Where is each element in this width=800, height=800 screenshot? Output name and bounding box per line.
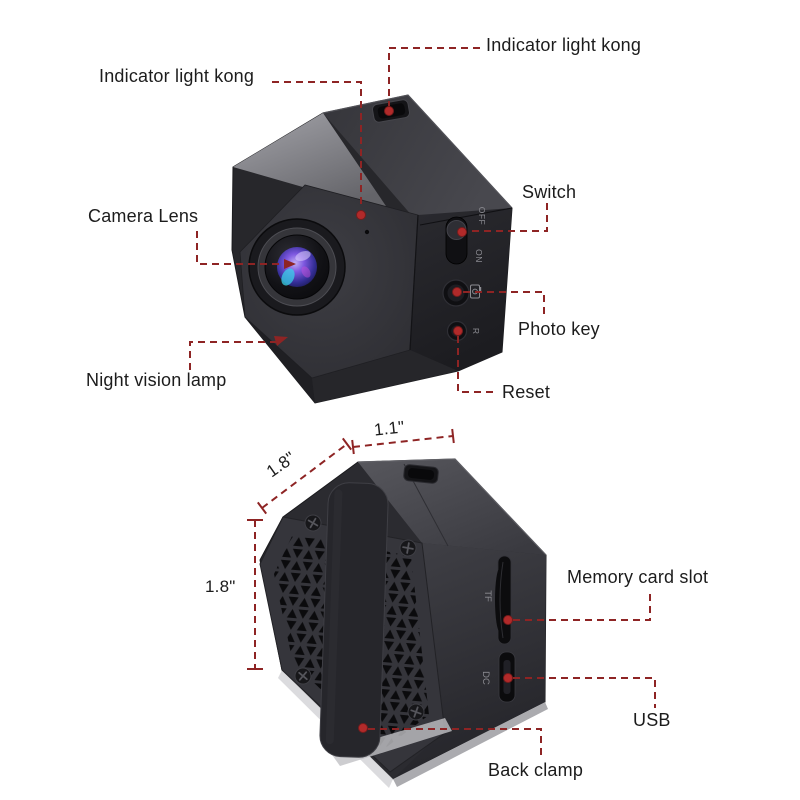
- reset-marking: R: [471, 328, 481, 334]
- dimension-lines: [247, 428, 455, 670]
- photo-key-line: [463, 291, 545, 317]
- bottom-facet-left: [245, 317, 315, 403]
- dim-top-depth-line: [261, 443, 348, 509]
- dim-top-depth-ticks: [257, 437, 352, 515]
- label-back-clamp: Back clamp: [488, 760, 584, 780]
- annotation-lines: [189, 47, 656, 758]
- back-view-camera: TF DC: [259, 458, 548, 788]
- screws: [294, 514, 425, 721]
- bottom-right-chamfer: [393, 702, 548, 787]
- night-vision-arrowhead: [274, 336, 288, 346]
- memory-card-line: [513, 590, 651, 621]
- label-indicator-light-front: Indicator light kong: [99, 66, 255, 86]
- label-photo-key: Photo key: [518, 319, 600, 339]
- dc-marking: DC: [480, 671, 491, 685]
- memory-card-dot: [503, 615, 513, 625]
- top-edge-highlight-back: [357, 458, 547, 556]
- switch-on-marking: ON: [474, 249, 484, 263]
- label-switch: Switch: [522, 182, 577, 202]
- reset-line: [457, 336, 498, 393]
- dimension-height: 1.8": [205, 577, 236, 596]
- indicator-front-line: [272, 81, 362, 209]
- switch-dot: [457, 227, 467, 237]
- tf-marking: TF: [482, 590, 493, 602]
- dim-top-width-ticks: [351, 428, 455, 455]
- label-memory-card-slot: Memory card slot: [567, 567, 709, 587]
- top-face-back: [358, 459, 546, 555]
- indicator-top-dot: [384, 106, 394, 116]
- label-indicator-light-top: Indicator light kong: [486, 35, 642, 55]
- dim-top-width-line: [352, 435, 454, 448]
- lens-highlight: [295, 250, 311, 262]
- label-reset: Reset: [502, 382, 551, 402]
- top-right-edge: [419, 207, 513, 226]
- camera-lens-arrowhead: [284, 259, 296, 269]
- back-clamp-clip: [319, 482, 389, 758]
- switch-off-marking: OFF: [477, 207, 487, 226]
- annotation-dots: [356, 106, 513, 733]
- indicator-top-line: [388, 47, 480, 106]
- camera-lens-assembly: [248, 218, 346, 316]
- usb-dot: [503, 673, 513, 683]
- camera-lens-line: [196, 231, 284, 265]
- switch-line: [468, 203, 548, 232]
- usb-line: [513, 677, 656, 708]
- dimension-top-width: 1.1": [373, 417, 406, 440]
- back-clamp-line: [368, 728, 542, 758]
- back-clamp-dot: [358, 723, 368, 733]
- top-face: [323, 95, 512, 225]
- front-view-camera: OFF ON R: [231, 94, 513, 404]
- label-camera-lens: Camera Lens: [88, 206, 199, 226]
- label-usb: USB: [633, 710, 671, 730]
- back-top-slot: [403, 464, 439, 484]
- bottom-facet-right: [312, 350, 458, 403]
- night-vision-line: [189, 341, 276, 370]
- lens-cyan-reflection: [281, 268, 295, 286]
- label-night-vision-lamp: Night vision lamp: [86, 370, 227, 390]
- photo-key-dot: [452, 287, 462, 297]
- top-edge-highlight: [322, 94, 513, 209]
- indicator-front-dot: [356, 210, 366, 220]
- front-right-edge: [409, 214, 419, 351]
- reset-dot: [453, 326, 463, 336]
- mic-hole: [363, 228, 370, 235]
- lens-magenta-reflection: [301, 266, 311, 278]
- dim-height-ticks: [247, 519, 263, 670]
- light-facet: [233, 113, 390, 212]
